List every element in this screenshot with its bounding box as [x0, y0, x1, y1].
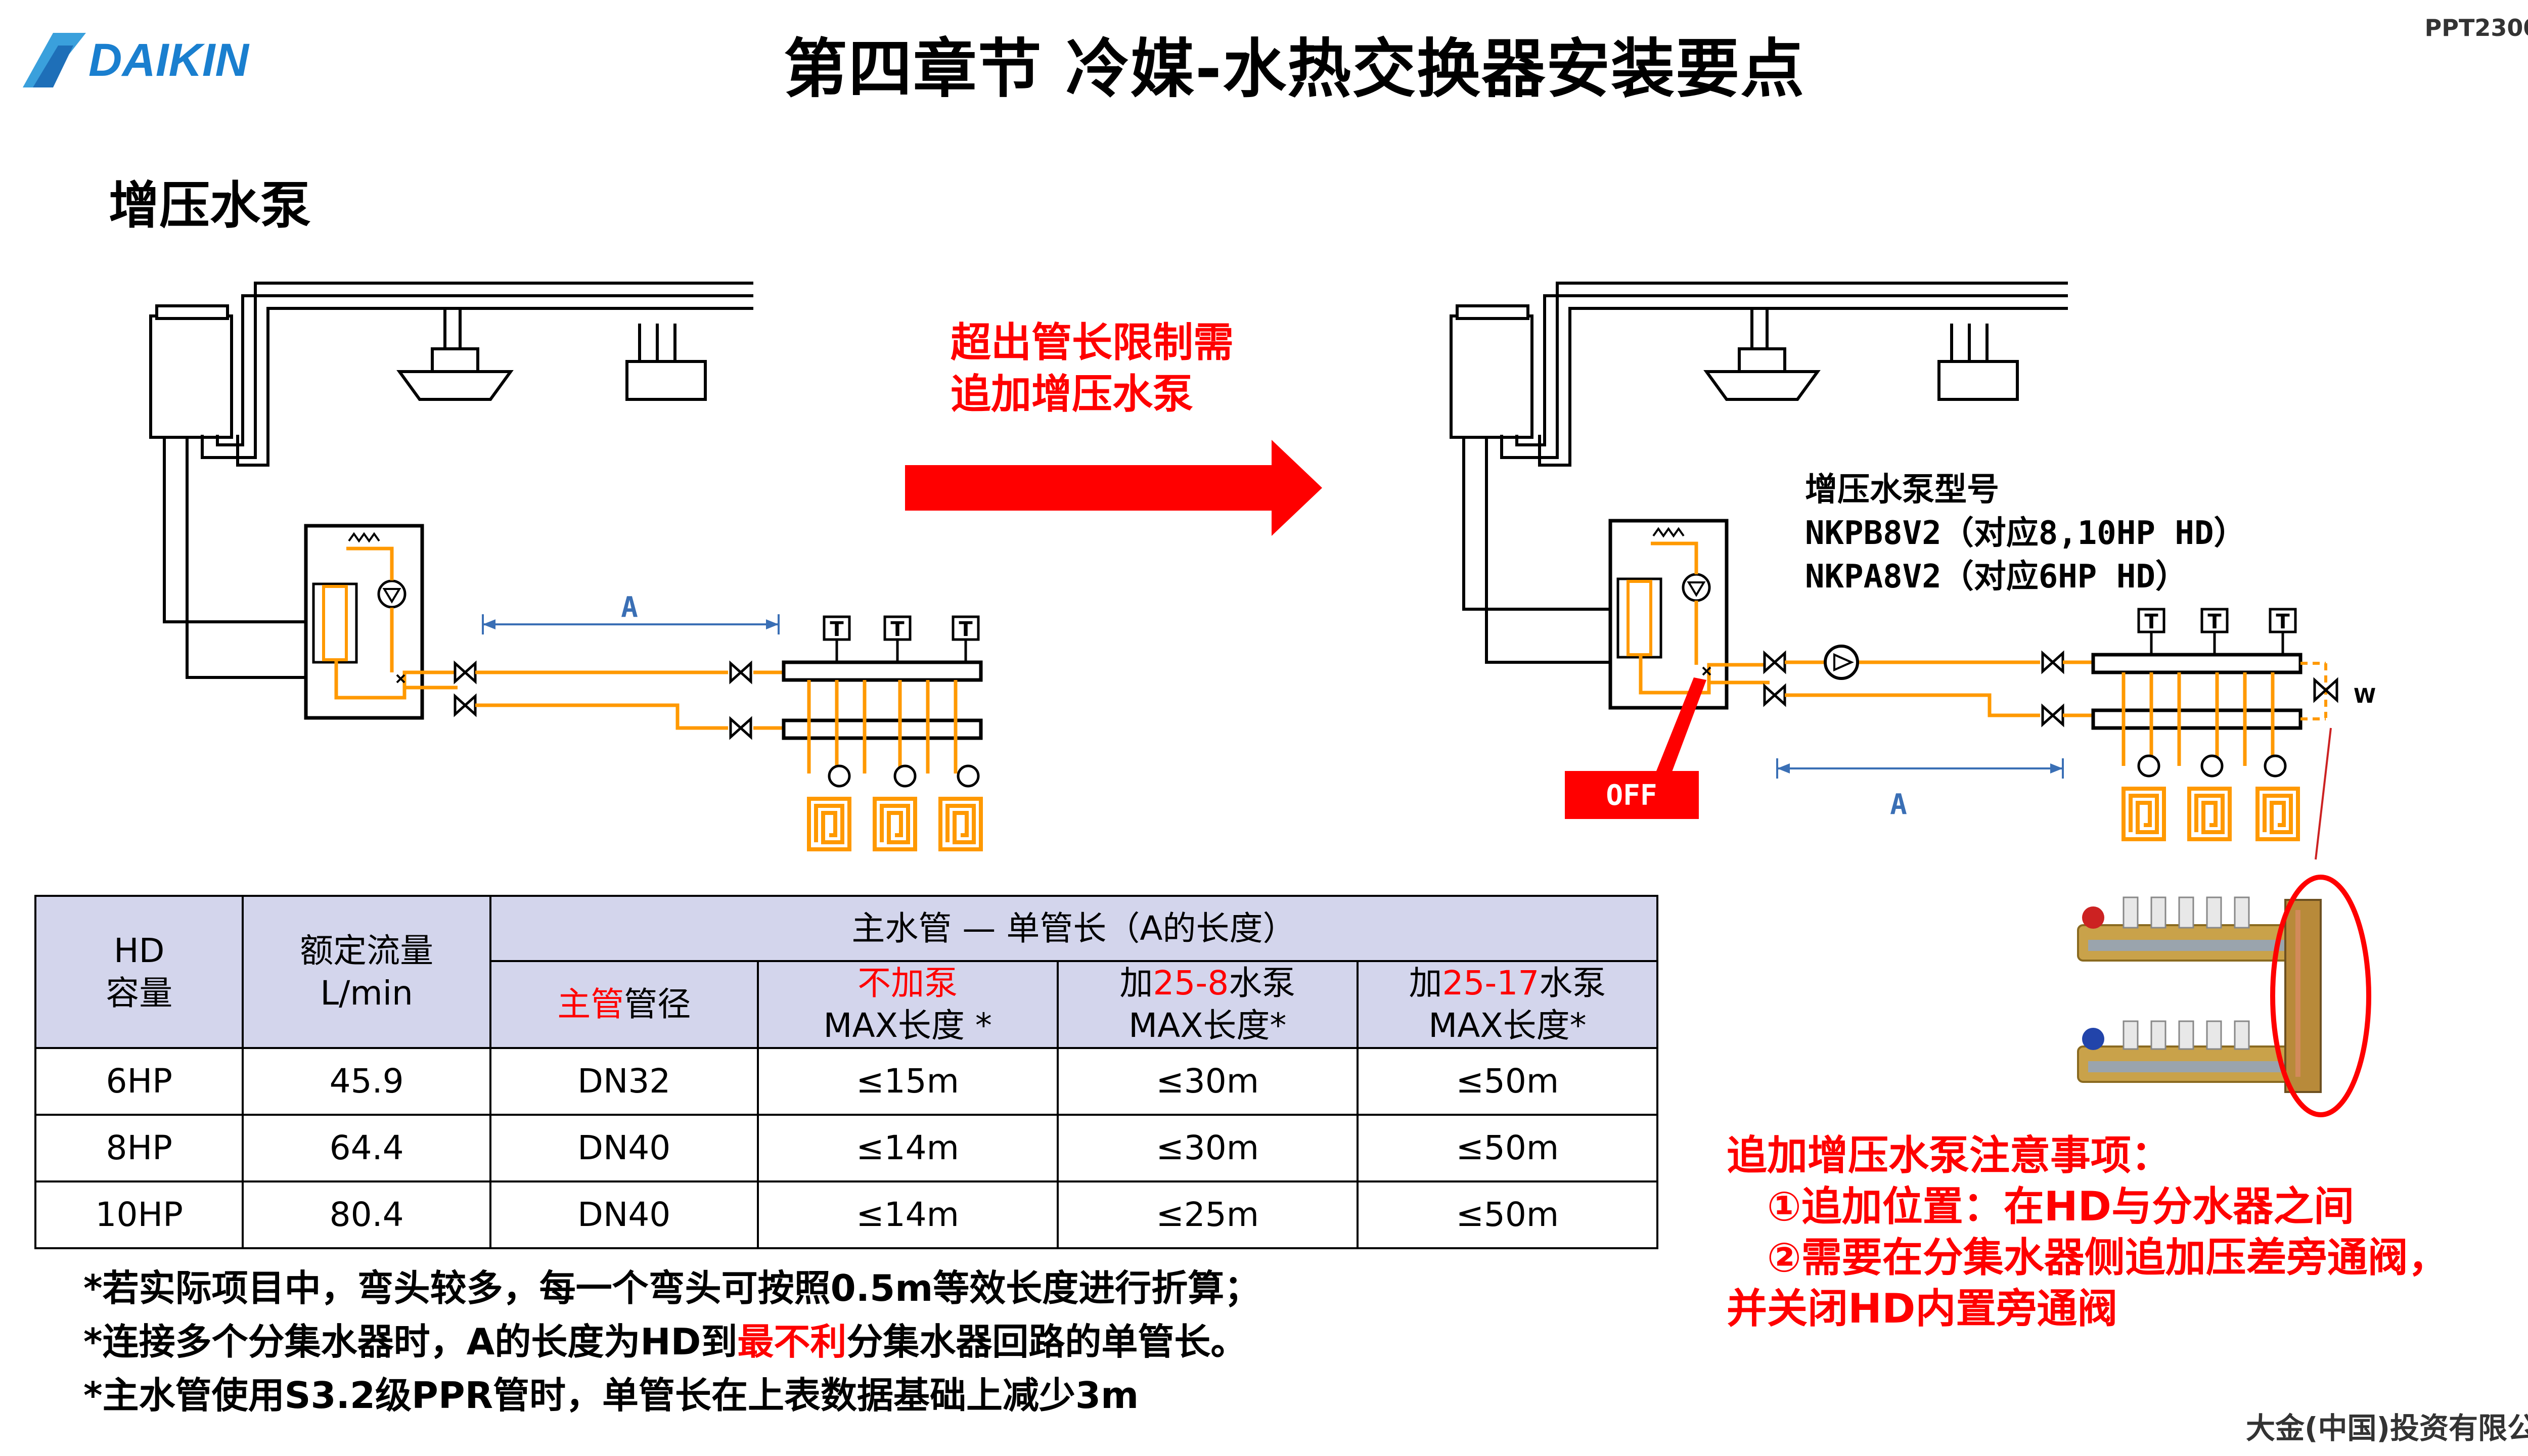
left-thermostat-1: T	[830, 618, 844, 641]
right-system: OFF A W T T T	[1450, 282, 2376, 1117]
arrow-text-line1: 超出管长限制需	[951, 319, 1234, 366]
caution-item-2: ②需要在分集水器侧追加压差旁通阀，	[1767, 1234, 2449, 1281]
document-code: PPT23005A	[2424, 14, 2528, 41]
transition-arrow	[905, 440, 1322, 536]
highlight-ellipse	[2270, 875, 2371, 1117]
left-thermostat-3: T	[959, 618, 973, 641]
right-thermostat-3: T	[2276, 610, 2290, 633]
caution-item-3: 并关闭HD内置旁通阀	[1727, 1285, 2118, 1332]
right-dimension-a: A	[1890, 788, 1907, 821]
page-title: 第四章节 冷媒-水热交换器安装要点	[783, 32, 1805, 106]
caution-item-1: ①追加位置：在HD与分水器之间	[1767, 1183, 2355, 1230]
note-1: *若实际项目中，弯头较多，每一个弯头可按照0.5m等效长度进行折算；	[83, 1267, 1261, 1309]
daikin-logo: DAIKIN	[23, 28, 321, 94]
right-thermostat-2: T	[2207, 610, 2222, 633]
off-label: OFF	[1606, 779, 1657, 812]
note-3: *主水管使用S3.2级PPR管时，单管长在上表数据基础上减少3m	[83, 1374, 1139, 1417]
model-title: 增压水泵型号	[1805, 471, 1999, 509]
header-pipe-size: 主管管径	[489, 960, 759, 1049]
caution-notes: 追加增压水泵注意事项： ①追加位置：在HD与分水器之间 ②需要在分集水器侧追加压…	[1727, 1130, 2449, 1334]
arrow-text-line2: 追加增压水泵	[951, 371, 1193, 418]
company-name: 大金(中国)投资有限公司	[2245, 1411, 2528, 1445]
note-2: *连接多个分集水器时，A的长度为HD到最不利分集水器回路的单管长。	[83, 1321, 1247, 1363]
left-system: A T T T	[149, 282, 981, 849]
model-line1: NKPB8V2（对应8,10HP HD）	[1805, 515, 2246, 552]
logo-text: DAIKIN	[88, 34, 250, 86]
model-line2: NKPA8V2（对应6HP HD）	[1805, 558, 2188, 596]
bypass-valve-label: W	[2354, 685, 2376, 708]
manifold-photo	[2077, 875, 2371, 1117]
left-dimension-a: A	[621, 591, 638, 624]
left-thermostat-2: T	[890, 618, 905, 641]
right-thermostat-1: T	[2144, 610, 2158, 633]
off-badge	[1565, 771, 1699, 819]
footnotes: *若实际项目中，弯头较多，每一个弯头可按照0.5m等效长度进行折算； *连接多个…	[83, 1261, 1260, 1422]
section-title: 增压水泵	[109, 176, 311, 235]
caution-title: 追加增压水泵注意事项：	[1727, 1132, 2172, 1179]
header-main: 主水管 — 单管长（A的长度）	[489, 895, 1659, 962]
